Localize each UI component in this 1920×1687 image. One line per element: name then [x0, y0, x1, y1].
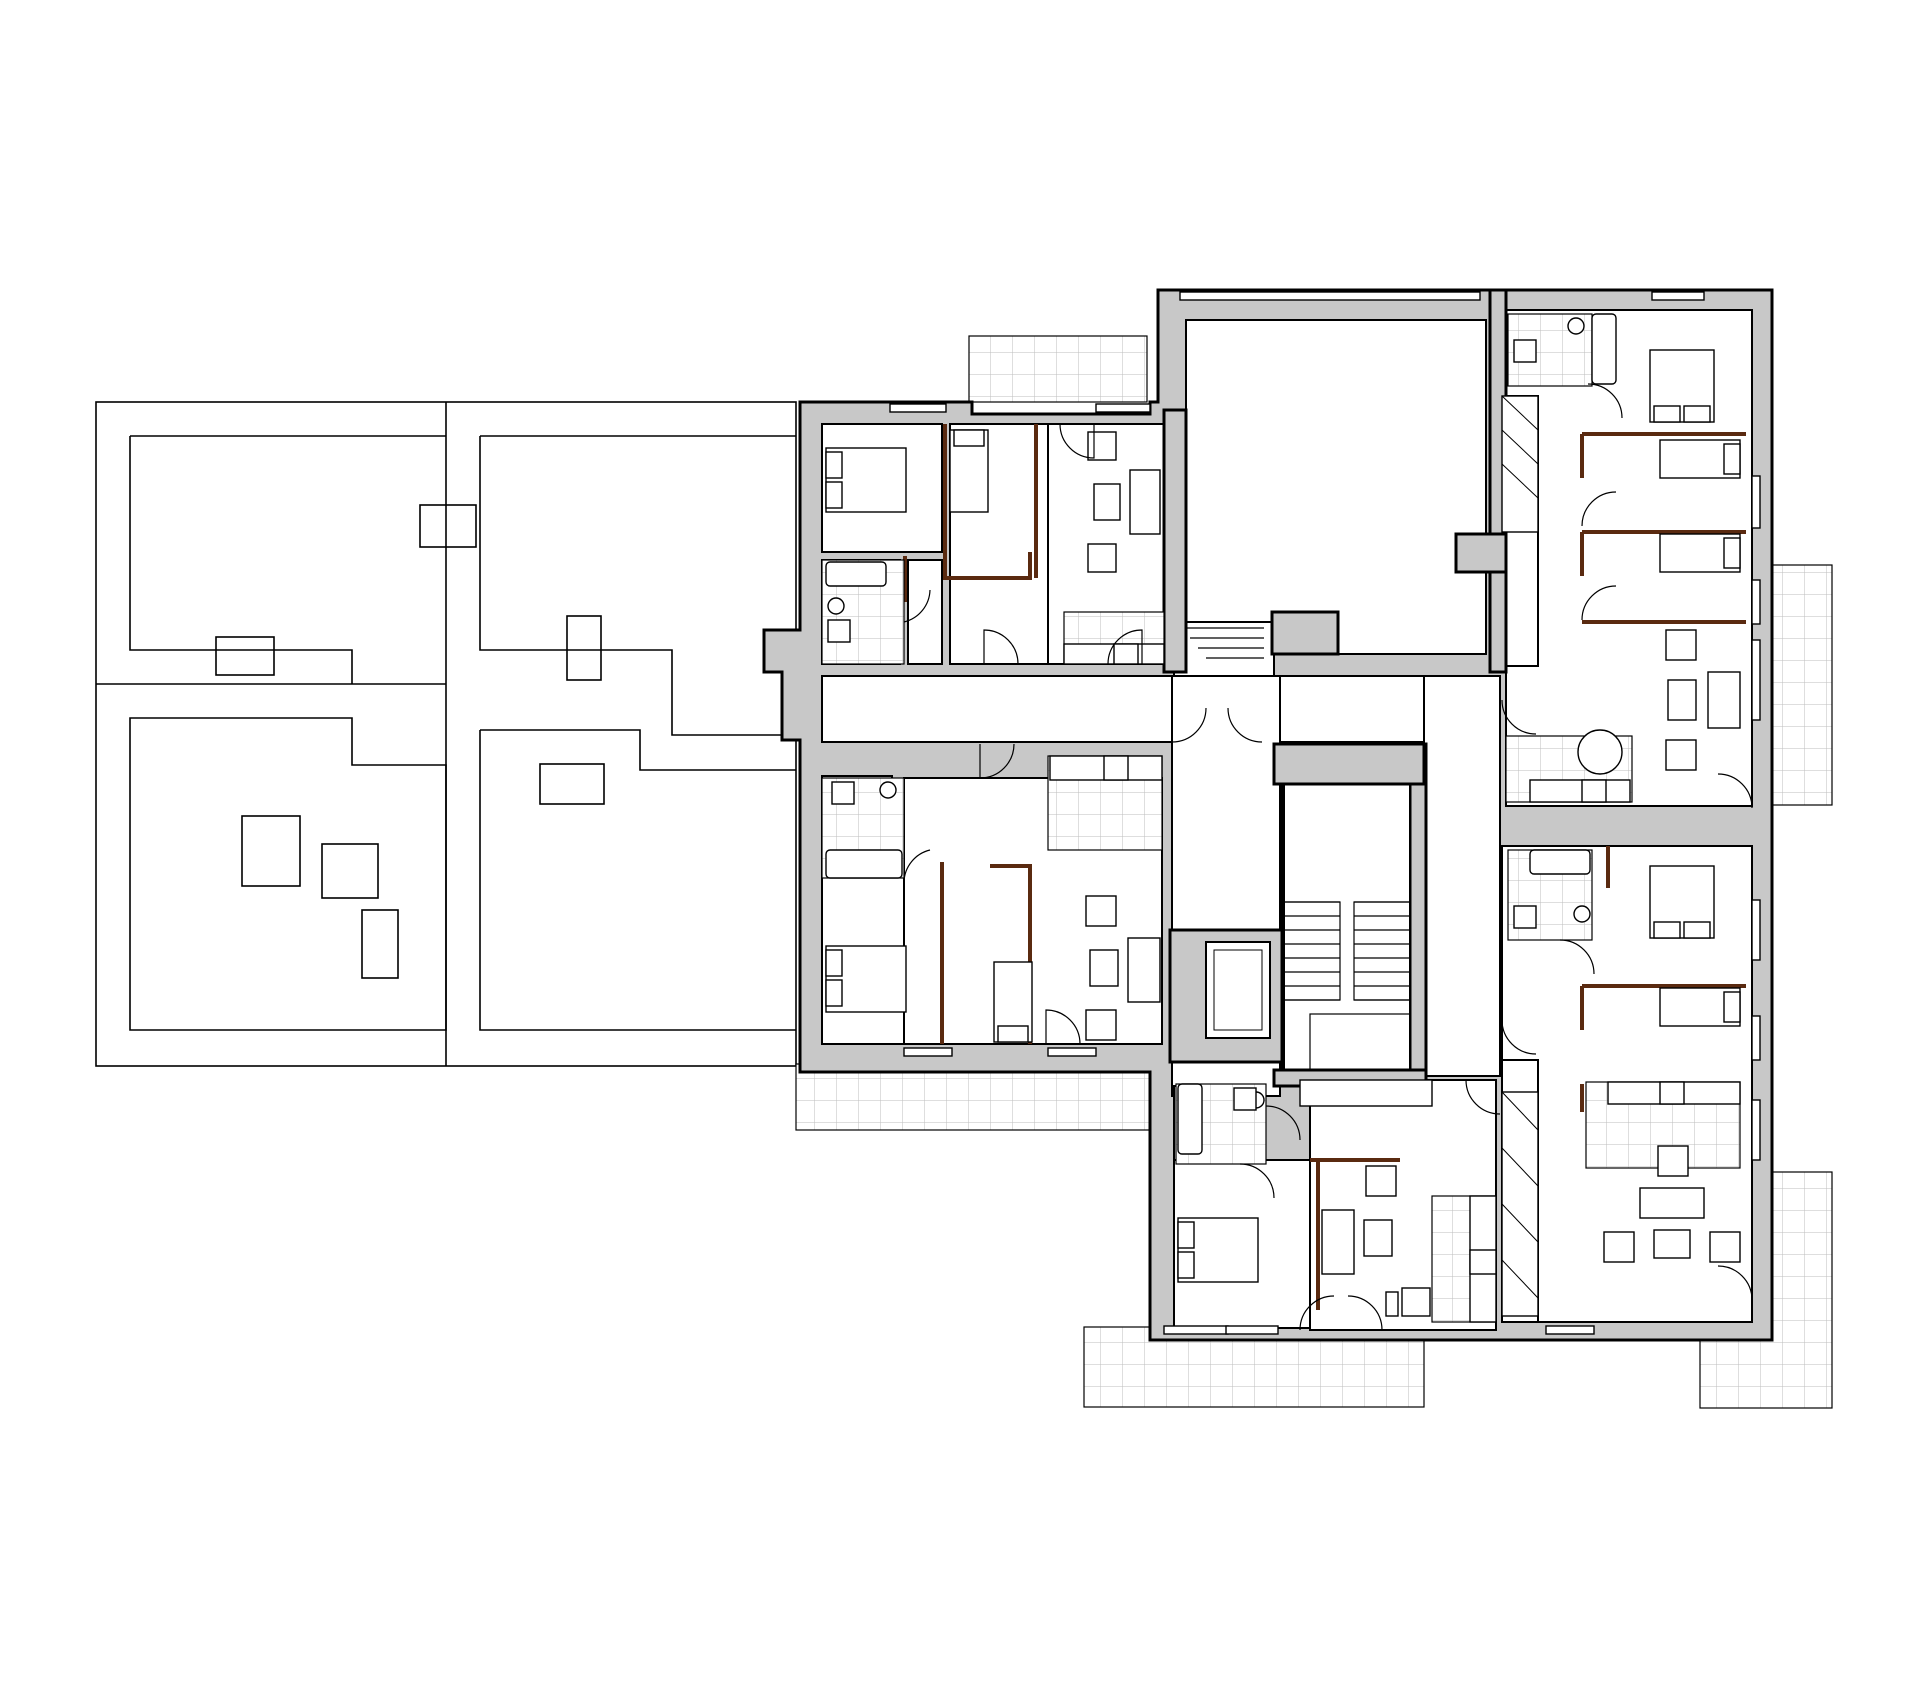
terrace-west	[795, 1063, 1159, 1131]
bathtub-icon	[825, 313, 1617, 1155]
sink-icon	[827, 339, 1537, 1111]
bed-icon	[949, 429, 989, 513]
bed-icon	[1649, 349, 1715, 423]
roof-chimney	[321, 843, 379, 899]
window-icon	[889, 291, 1761, 1335]
living-furniture-nw	[1087, 431, 1161, 573]
corridor-wall	[1454, 532, 1508, 574]
bed-icon	[825, 945, 907, 1013]
roof-hatch	[215, 636, 275, 676]
dining-table	[1577, 729, 1623, 775]
roof-chimney	[241, 815, 301, 887]
stair-core-wall	[1272, 742, 1426, 786]
stove-icon	[1103, 643, 1685, 1275]
balcony-east-upper	[1763, 564, 1833, 806]
bed-icon	[1659, 533, 1741, 573]
roof-hatch	[539, 763, 605, 805]
corridor-wall	[1162, 408, 1188, 674]
corridor-wall	[1270, 610, 1340, 656]
bed-icon	[1177, 1217, 1259, 1283]
dining-table	[1657, 1145, 1689, 1177]
roof-outline	[95, 401, 797, 1067]
roof-hatch	[419, 504, 477, 548]
bed-icon	[1649, 865, 1715, 939]
living-furniture-se	[1603, 1145, 1741, 1263]
living-furniture-sc	[1321, 1165, 1431, 1317]
bed-icon	[1659, 439, 1741, 479]
elevator	[1168, 928, 1284, 1064]
wardrobe-icon	[1299, 395, 1539, 1317]
bed-icon	[825, 447, 907, 513]
living-furniture-sw	[1085, 895, 1161, 1041]
living-furniture-ne	[1577, 629, 1741, 775]
roof-chimney	[361, 909, 399, 979]
balcony-north	[968, 335, 1148, 403]
bed-icon	[1659, 987, 1741, 1027]
door-icon	[903, 383, 1753, 1331]
bed-icon	[993, 961, 1033, 1043]
roof-hatch	[566, 615, 602, 681]
